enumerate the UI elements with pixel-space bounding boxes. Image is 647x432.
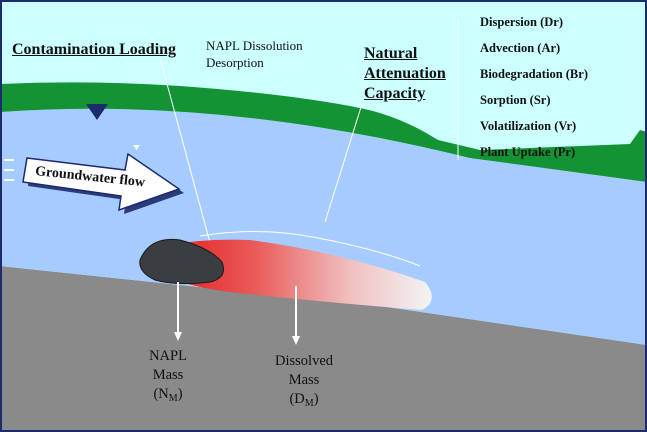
bedrock-layer: [0, 266, 647, 432]
process-advection: Advection (Ar): [480, 41, 561, 55]
natural-attenuation-word-1: Natural: [364, 45, 418, 62]
groundwater-flow-arrow: [22, 152, 184, 214]
desorption-label: Desorption: [206, 55, 264, 70]
process-biodegradation: Biodegradation (Br): [480, 67, 588, 81]
dissolved-mass-label: Dissolved Mass (DM): [260, 352, 348, 410]
groundwater-layer: [0, 108, 647, 345]
small-water-table-marker: [133, 145, 140, 150]
dissolved-mass-symbol: (DM): [289, 390, 319, 409]
process-volatilization: Volatilization (Vr): [480, 119, 577, 133]
natural-attenuation-word-3: Capacity: [364, 85, 426, 102]
process-sorption: Sorption (Sr): [480, 93, 551, 107]
vegetation-layer: [0, 82, 647, 182]
dissolved-mass-line2: Mass: [288, 371, 320, 388]
natural-attenuation-word-2: Attenuation: [364, 65, 446, 82]
dissolved-mass-arrow: [292, 286, 300, 345]
dissolved-mass-line1: Dissolved: [275, 353, 333, 369]
napl-mass-symbol: (NM): [153, 385, 183, 404]
napl-mass-line1: NAPL: [149, 348, 187, 364]
napl-mass-arrow: [174, 282, 182, 341]
contamination-loading-heading: Contamination Loading: [12, 41, 177, 58]
plume-outline-bracket: [199, 230, 421, 267]
contamination-pointer-line: [159, 57, 213, 251]
napl-mass-label: NAPL Mass (NM): [138, 347, 198, 405]
attenuation-pointer-line: [324, 103, 363, 223]
process-dispersion: Dispersion (Dr): [480, 15, 563, 29]
napl-dissolution-label: NAPL Dissolution: [206, 38, 303, 53]
dissolved-plume: [160, 239, 432, 310]
napl-mass-line2: Mass: [152, 366, 184, 383]
process-plant-uptake: Plant Uptake (Pr): [480, 145, 576, 159]
flow-ticks: [4, 159, 14, 181]
water-table-marker: [86, 104, 108, 120]
napl-pool: [139, 238, 224, 285]
